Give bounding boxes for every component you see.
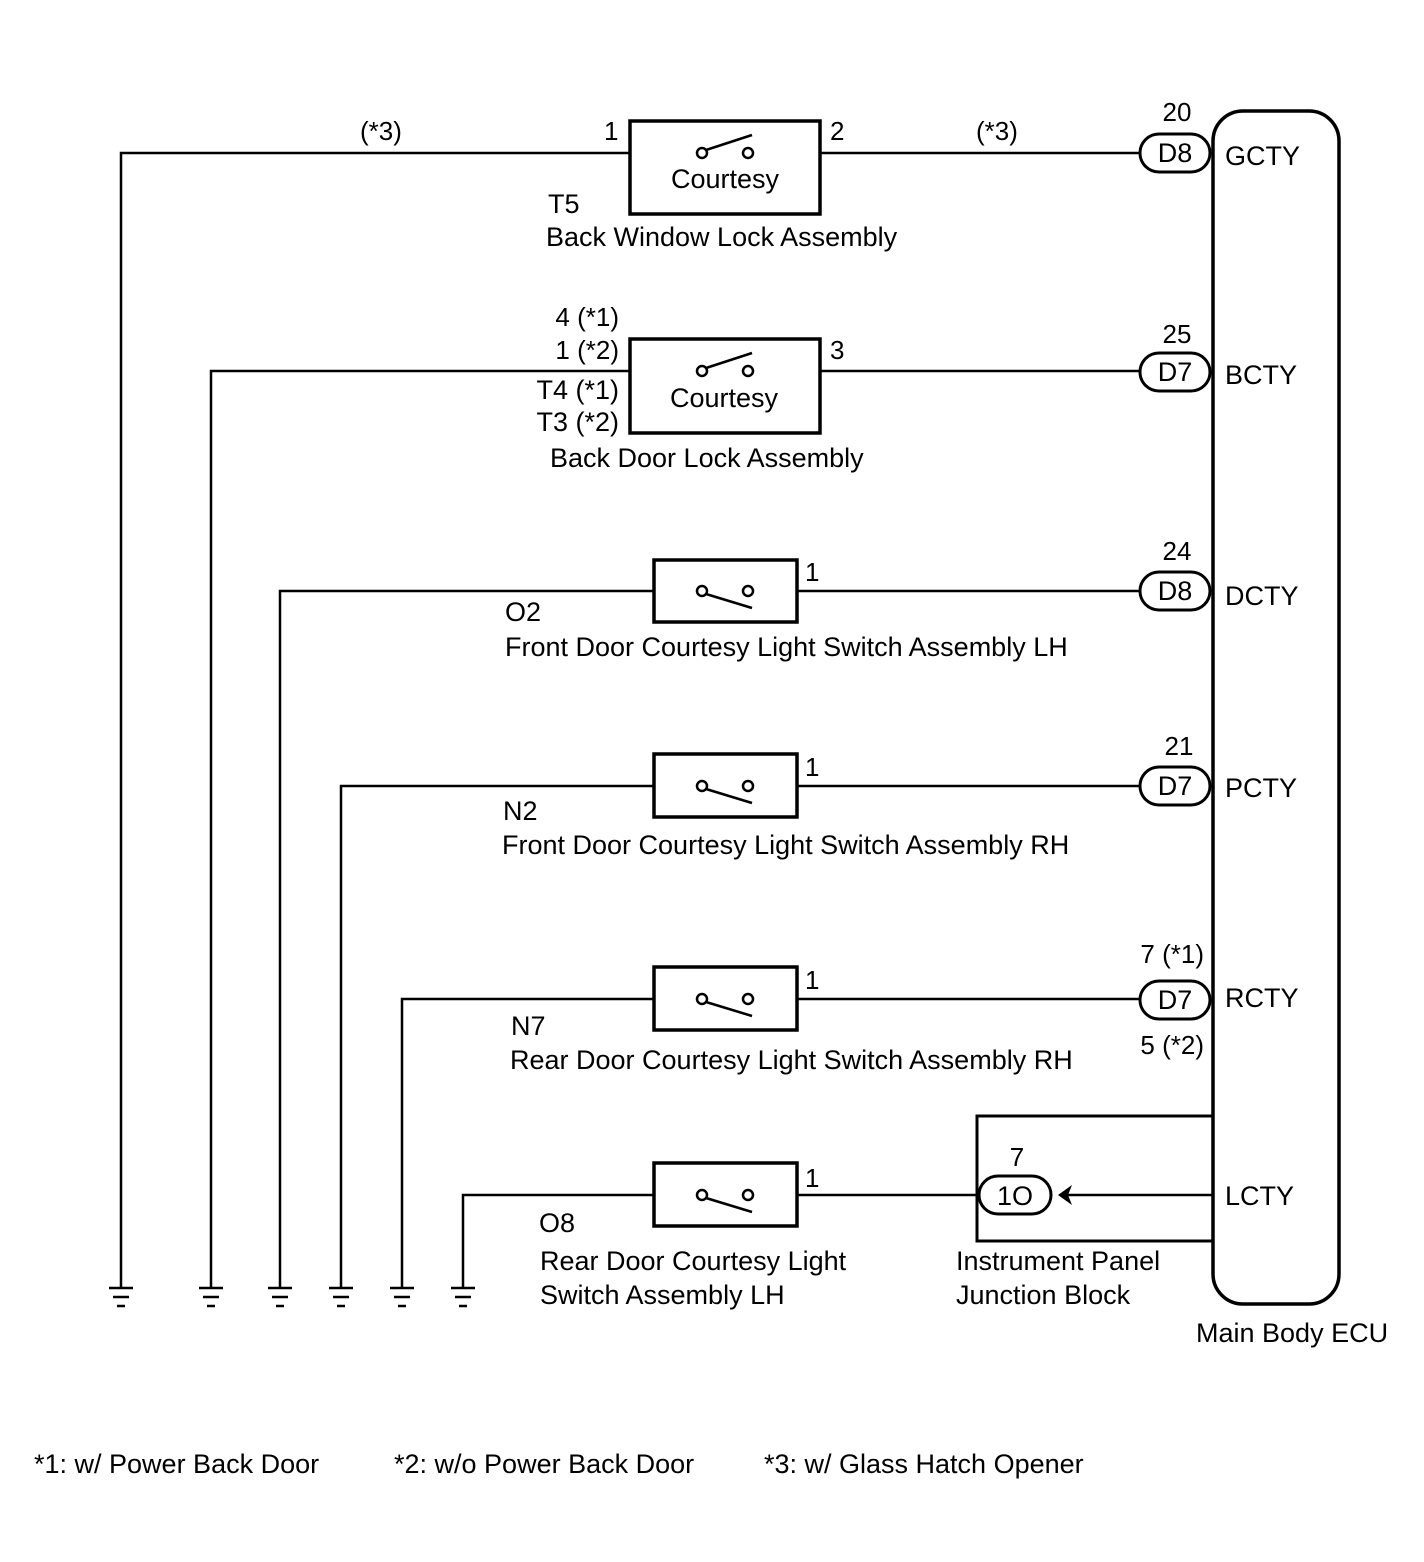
rear-door-lh-connector: O8 [539, 1208, 575, 1238]
back-door-pin-right: 3 [830, 335, 844, 365]
footnotes: *1: w/ Power Back Door *2: w/o Power Bac… [34, 1449, 1084, 1479]
instrument-panel-junction-block: 1O 7 Instrument Panel Junction Block [956, 1114, 1213, 1310]
rear-door-lh-pin: 1 [805, 1163, 819, 1193]
ecu-connector-gcty-label: D8 [1158, 138, 1193, 168]
back-door-pin-left-1: 4 (*1) [555, 302, 619, 332]
ecu-terminal-rcty: RCTY [1225, 983, 1299, 1013]
ecu-connector-rcty-label: D7 [1158, 985, 1193, 1015]
ecu-terminal-pcty: PCTY [1225, 773, 1297, 803]
wire-rear-door-rh-ground [400, 997, 654, 1288]
main-body-ecu-box [1211, 109, 1341, 1306]
switch-icon [695, 133, 755, 160]
switch-icon [695, 584, 755, 610]
junction-block-label-line1: Instrument Panel [956, 1246, 1160, 1276]
circuit-rear-door-lh: 1 O8 Rear Door Courtesy Light Switch Ass… [461, 1161, 979, 1310]
wire-back-door-ground [209, 369, 630, 1288]
ecu-connector-dcty-label: D8 [1158, 576, 1193, 606]
rear-door-rh-pin: 1 [805, 965, 819, 995]
ecu-terminal-bcty: BCTY [1225, 360, 1297, 390]
junction-arrow-icon [1058, 1185, 1072, 1205]
front-door-lh-label: Front Door Courtesy Light Switch Assembl… [505, 632, 1068, 662]
wire-back-window-ground [119, 151, 630, 1288]
rear-door-rh-switch-box [652, 965, 799, 1032]
ecu-connector-bcty [1138, 351, 1212, 393]
switch-icon [695, 1188, 755, 1214]
front-door-rh-label: Front Door Courtesy Light Switch Assembl… [502, 830, 1069, 860]
circuit-back-door-lock: Courtesy 4 (*1) 1 (*2) 3 T4 (*1) T3 (*2)… [209, 302, 1212, 1288]
rear-door-lh-label-line2: Switch Assembly LH [540, 1280, 785, 1310]
front-door-lh-connector: O2 [505, 597, 541, 627]
junction-block-label-line2: Junction Block [956, 1280, 1131, 1310]
switch-icon [695, 779, 755, 805]
main-body-ecu-label: Main Body ECU [1196, 1318, 1388, 1348]
ecu-connector-pcty [1138, 765, 1212, 807]
ground-icon [329, 1286, 353, 1308]
circuit-rear-door-rh: 1 N7 Rear Door Courtesy Light Switch Ass… [400, 939, 1212, 1288]
ecu-connector-dcty [1138, 570, 1212, 612]
circuit-back-window-lock: Courtesy 1 2 (*3) (*3) T5 Back Window Lo… [119, 97, 1212, 1288]
footnote-2: *2: w/o Power Back Door [394, 1449, 694, 1479]
footnote-1: *1: w/ Power Back Door [34, 1449, 319, 1479]
switch-icon [695, 351, 755, 378]
ecu-terminal-dcty: DCTY [1225, 581, 1299, 611]
front-door-lh-pin: 1 [805, 557, 819, 587]
junction-connector-pin: 7 [1010, 1142, 1024, 1172]
front-door-lh-switch-box [652, 558, 799, 624]
footnote-3: *3: w/ Glass Hatch Opener [764, 1449, 1084, 1479]
circuit-front-door-lh: 1 O2 Front Door Courtesy Light Switch As… [278, 536, 1212, 1288]
circuit-front-door-rh: 1 N2 Front Door Courtesy Light Switch As… [339, 731, 1212, 1288]
junction-connector-label: 1O [997, 1181, 1033, 1211]
ecu-terminal-lcty: LCTY [1225, 1181, 1294, 1211]
back-window-switch-label: Courtesy [671, 164, 780, 194]
wire-front-door-rh-ground [339, 784, 654, 1288]
main-body-ecu: GCTY BCTY DCTY PCTY RCTY LCTY Main Body … [1196, 109, 1388, 1348]
ground-icon [451, 1286, 475, 1308]
back-door-lock-switch-box [628, 337, 822, 435]
wire-note-left: (*3) [360, 116, 402, 146]
rear-door-lh-label-line1: Rear Door Courtesy Light [540, 1246, 847, 1276]
ecu-connector-rcty-pin: 7 (*1) [1140, 939, 1204, 969]
back-window-connector-label: T5 [548, 189, 580, 219]
rear-door-lh-switch-box [652, 1161, 799, 1228]
ecu-connector-gcty-pin: 20 [1163, 97, 1192, 127]
front-door-rh-pin: 1 [805, 752, 819, 782]
junction-block-outline [975, 1114, 1213, 1243]
back-window-lock-label: Back Window Lock Assembly [546, 222, 898, 252]
ground-symbols [109, 1286, 475, 1308]
ecu-terminal-gcty: GCTY [1225, 141, 1300, 171]
ecu-connector-pcty-label: D7 [1158, 771, 1193, 801]
back-door-switch-label: Courtesy [670, 383, 779, 413]
ecu-connector-rcty [1138, 979, 1212, 1021]
wire-rear-door-lh-ground [461, 1193, 654, 1288]
back-window-pin-right: 2 [830, 116, 844, 146]
ecu-connector-pcty-pin: 21 [1165, 731, 1194, 761]
ground-icon [199, 1286, 223, 1308]
back-door-connector-2: T3 (*2) [536, 407, 619, 437]
ground-icon [109, 1286, 133, 1308]
switch-icon [695, 992, 755, 1018]
ecu-connector-gcty [1138, 132, 1212, 174]
back-door-pin-left-2: 1 (*2) [555, 335, 619, 365]
ecu-connector-bcty-pin: 25 [1163, 319, 1192, 349]
back-window-pin-left: 1 [604, 116, 618, 146]
ecu-connector-dcty-pin: 24 [1163, 536, 1192, 566]
rear-door-rh-connector: N7 [511, 1011, 546, 1041]
ecu-connector-bcty-label: D7 [1158, 357, 1193, 387]
ground-icon [268, 1286, 292, 1308]
front-door-rh-switch-box [652, 752, 799, 819]
ground-icon [390, 1286, 414, 1308]
wire-front-door-lh-ground [278, 589, 654, 1288]
back-door-connector-1: T4 (*1) [536, 375, 619, 405]
ecu-connector-rcty-pin-alt: 5 (*2) [1140, 1030, 1204, 1060]
wire-note-right: (*3) [976, 116, 1018, 146]
front-door-rh-connector: N2 [503, 796, 538, 826]
back-window-lock-switch-box [628, 119, 822, 216]
back-door-lock-label: Back Door Lock Assembly [550, 443, 864, 473]
rear-door-rh-label: Rear Door Courtesy Light Switch Assembly… [510, 1045, 1073, 1075]
